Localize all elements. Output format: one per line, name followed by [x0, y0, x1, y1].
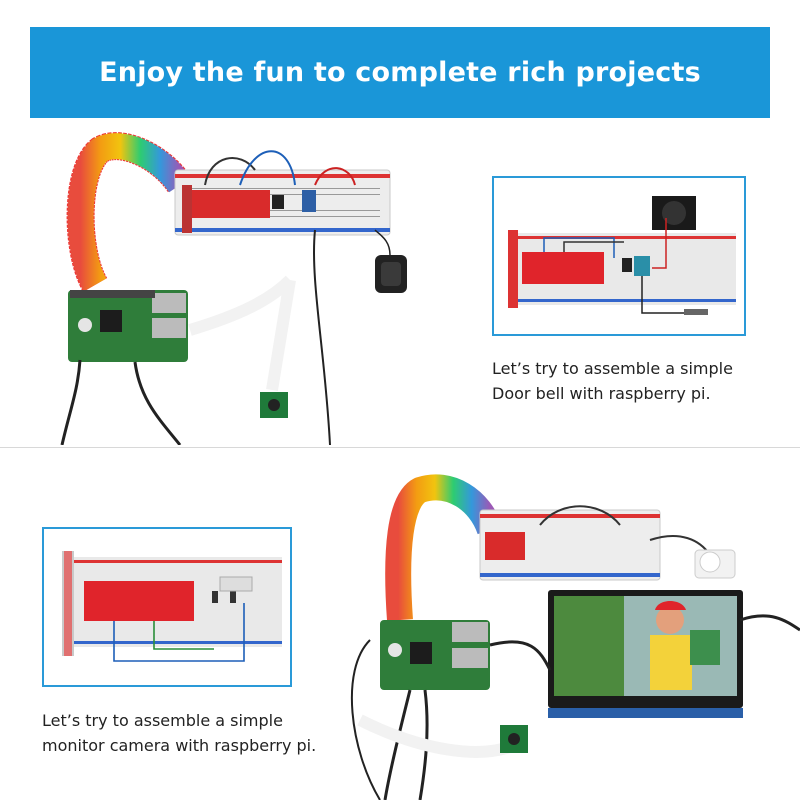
camera-caption-line-2: monitor camera with raspberry pi.	[42, 736, 317, 755]
doorbell-caption-line-1: Let’s try to assemble a simple	[492, 359, 733, 378]
breadboard-2	[479, 509, 661, 581]
gpio-extension-board	[190, 190, 270, 218]
doorbell-wiring-diagram	[492, 176, 746, 336]
section-divider	[0, 447, 800, 448]
camera-caption-line-1: Let’s try to assemble a simple	[42, 711, 283, 730]
camera-wiring-diagram	[42, 527, 292, 687]
camera-caption: Let’s try to assemble a simple monitor c…	[42, 708, 372, 758]
header-banner: Enjoy the fun to complete rich projects	[30, 27, 770, 118]
diagram-gpio-board-2	[84, 581, 194, 621]
lcd-monitor	[548, 590, 743, 718]
doorbell-caption-line-2: Door bell with raspberry pi.	[492, 384, 711, 403]
banner-title: Enjoy the fun to complete rich projects	[99, 57, 701, 88]
camera-project-photo	[340, 470, 800, 800]
diagram-gpio-board	[522, 252, 604, 284]
doorbell-caption: Let’s try to assemble a simple Door bell…	[492, 356, 792, 406]
raspberry-pi-board	[68, 290, 188, 362]
doorbell-project-photo	[40, 130, 440, 445]
rainbow-ribbon-cable	[66, 132, 192, 292]
